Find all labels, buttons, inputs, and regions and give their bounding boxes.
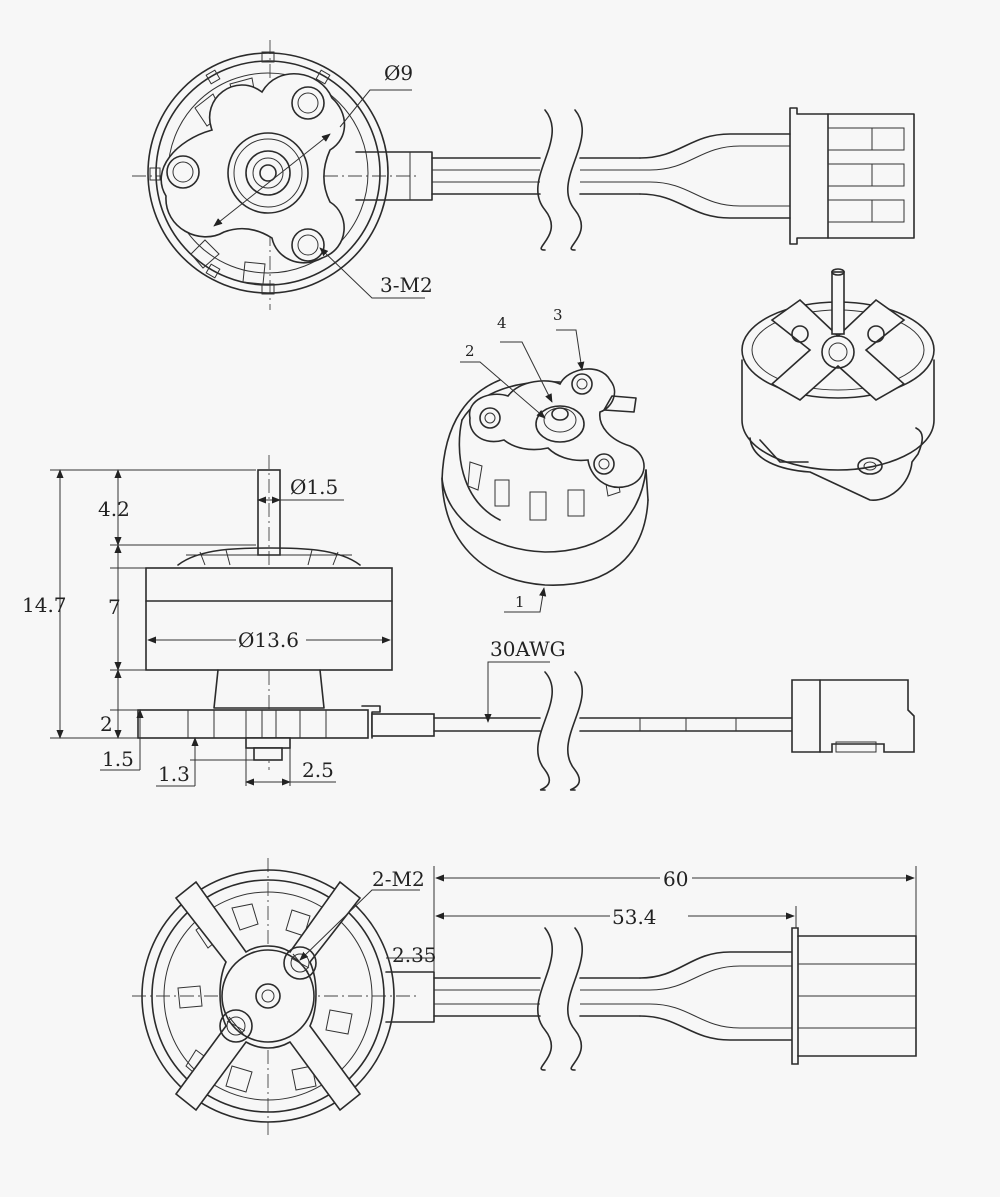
dim-boss-height: 1.3 [158,762,190,786]
callout-3: 3 [553,306,563,324]
dim-total-length: 60 [663,867,688,891]
top-view: Ø9 3-M2 [132,40,915,310]
bottom-view-holes-label: 2-M2 [372,867,425,891]
dim-base-height: 2 [100,712,113,736]
dim-wire-offset: 2.35 [392,943,437,967]
dim-body-height: 7 [108,595,121,619]
dim-shaft-height: 4.2 [98,497,130,521]
bottom-view: 2-M2 60 53.4 2.35 [132,858,917,1135]
dim-wire-length: 53.4 [612,905,657,929]
iso-view-rotor: 4 2 3 1 [441,306,649,613]
callout-4: 4 [497,314,507,332]
top-view-holes-label: 3-M2 [380,273,433,297]
dim-boss-dia: 2.5 [302,758,334,782]
callout-1: 1 [515,593,525,611]
callout-2: 2 [465,342,475,360]
wire-gauge-label: 30AWG [490,637,566,661]
dim-shaft-dia: Ø1.5 [290,475,338,499]
dim-total-height: 14.7 [22,593,67,617]
top-view-diameter-label: Ø9 [384,61,413,85]
dim-flange-thk: 1.5 [102,747,134,771]
iso-view-stator [741,268,935,501]
side-view: 14.7 4.2 7 2 1.5 1.3 2.5 Ø1.5 Ø13.6 [22,455,915,791]
dim-body-dia: Ø13.6 [238,628,299,652]
